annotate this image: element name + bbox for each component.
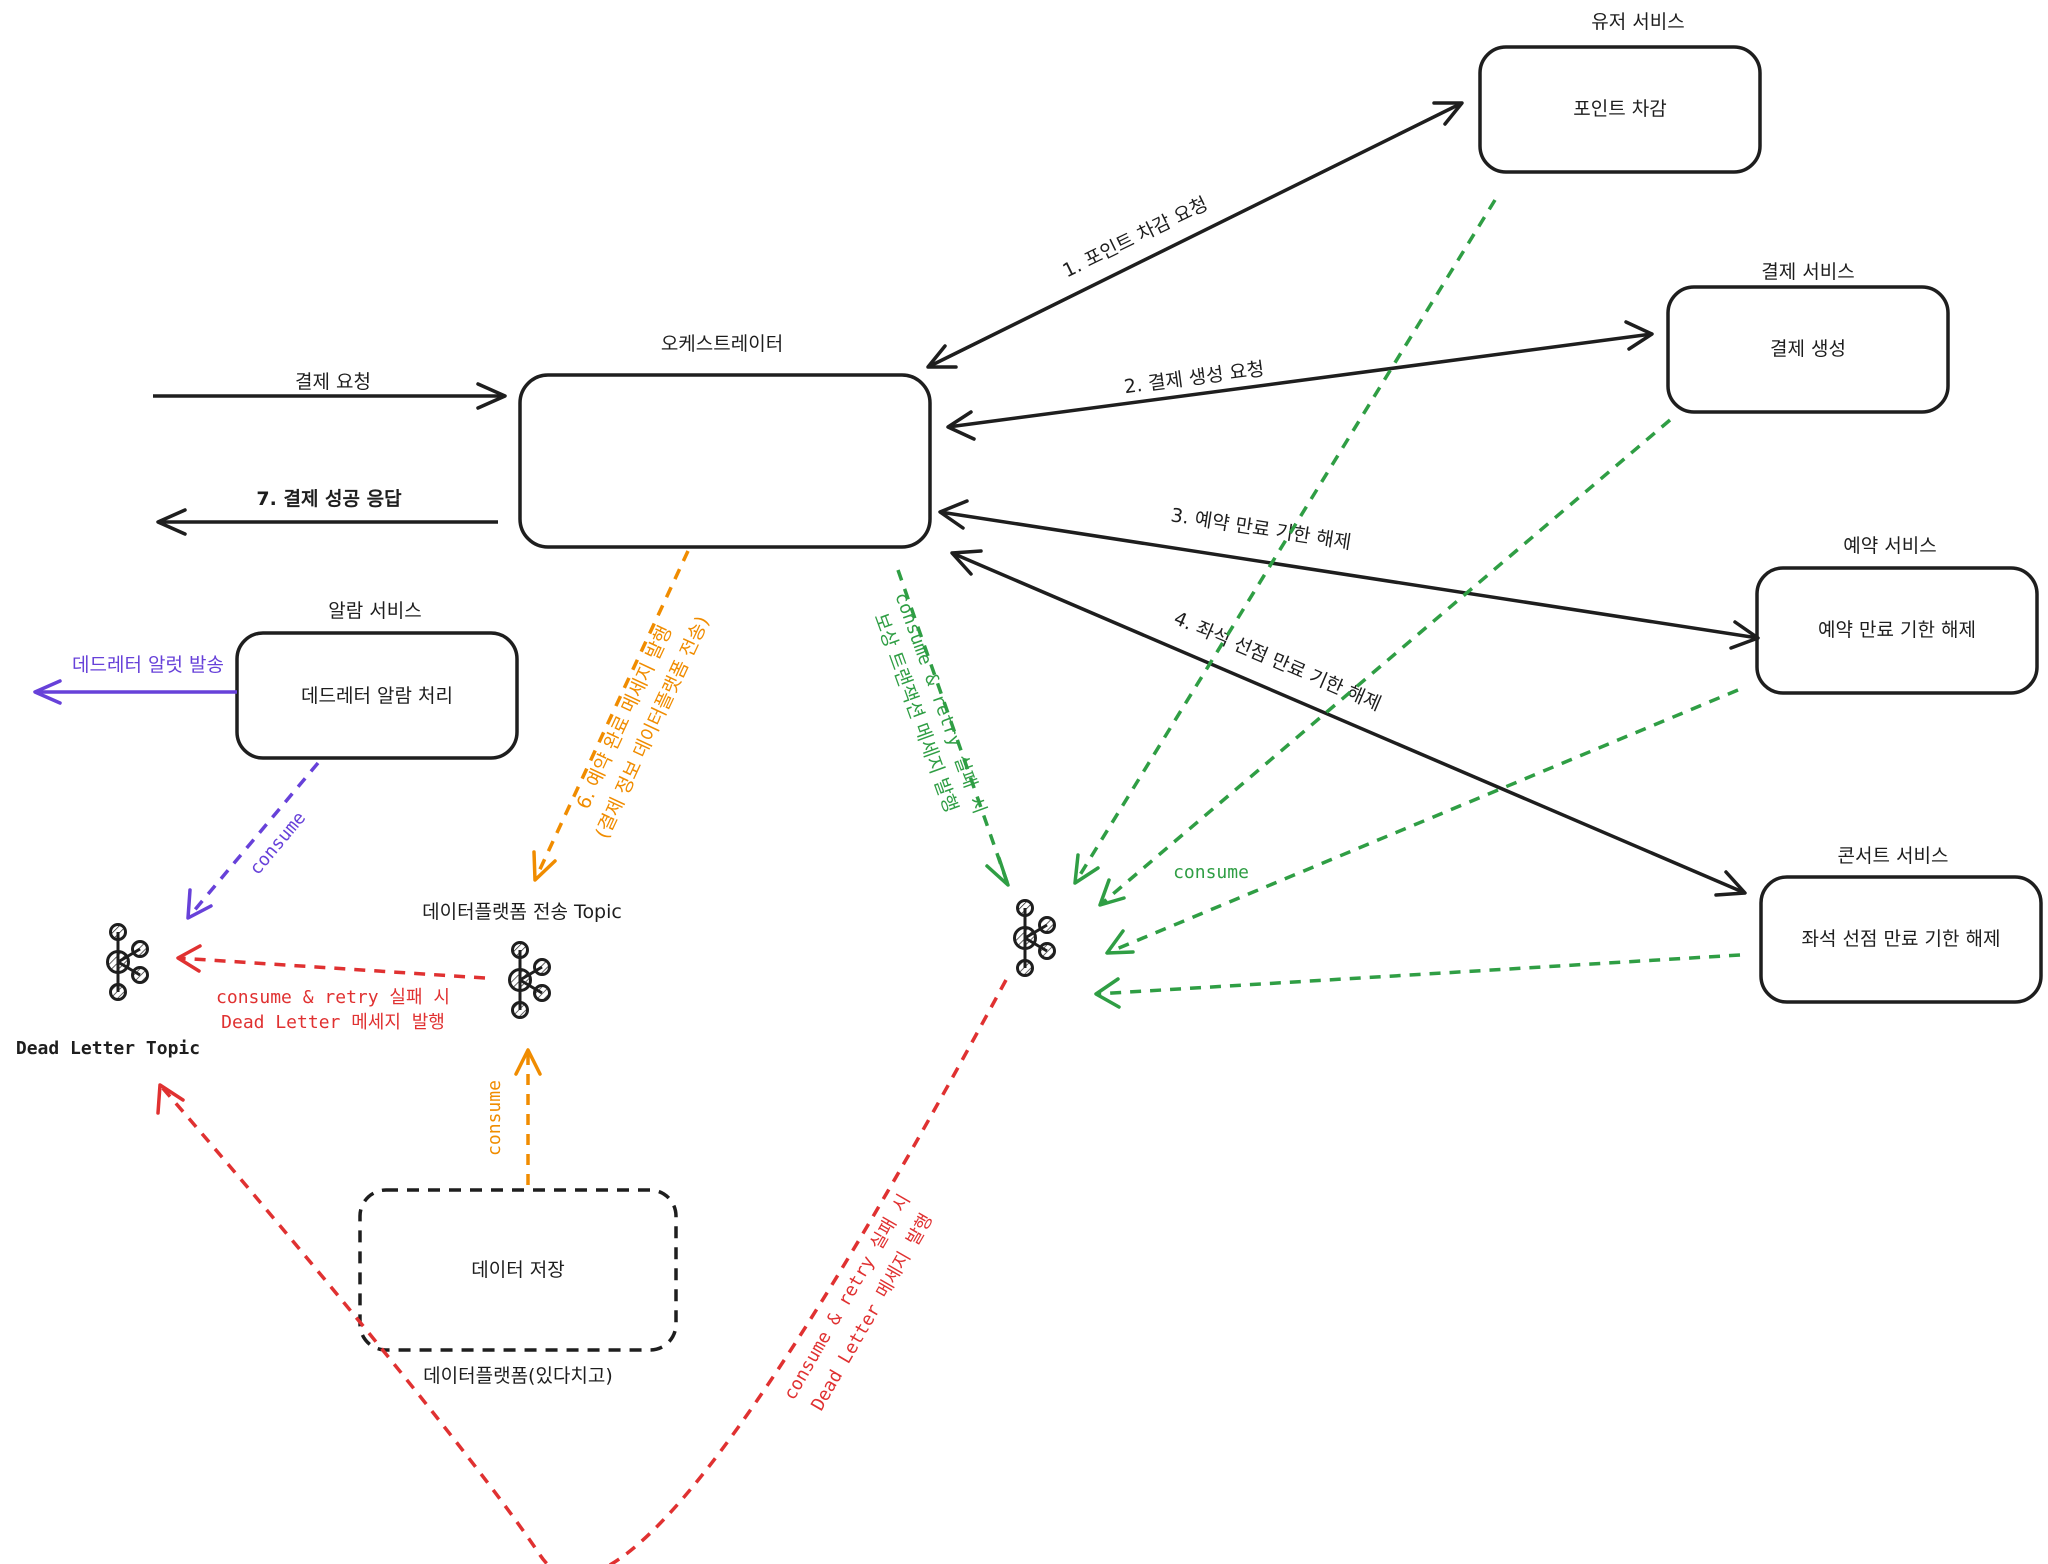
deadletter-alert-arrow	[33, 679, 237, 705]
reservation-service-compensation-arrow	[1105, 688, 1739, 955]
concert-service-compensation-arrow	[1094, 953, 1741, 1009]
step6-arrow	[532, 550, 690, 882]
data-platform-topic-icon	[508, 941, 551, 1019]
orchestrator-title: 오케스트레이터	[661, 333, 783, 355]
payment-service-label: 결제 생성	[1770, 338, 1846, 360]
data-platform-label: 데이터 저장	[471, 1259, 564, 1281]
dlq-from-data-label-line1: consume & retry 실패 시	[216, 987, 450, 1008]
request-in-arrow	[153, 382, 507, 410]
data-platform-topic-label: 데이터플랫폼 전송 Topic	[422, 901, 622, 923]
user-service-title: 유저 서비스	[1591, 11, 1684, 33]
payment-service-title: 결제 서비스	[1761, 261, 1854, 283]
dead-letter-topic-label: Dead Letter Topic	[16, 1038, 200, 1059]
data-topic-dead-letter-arrow	[176, 944, 486, 980]
orchestrator-box	[518, 373, 932, 549]
step3-arrow	[938, 499, 1760, 650]
step1-arrow	[926, 101, 1464, 369]
concert-service-box	[1759, 875, 2043, 1004]
dead-letter-topic-icon	[106, 923, 149, 1001]
dlq-from-data-label-line2: Dead Letter 메세지 발행	[221, 1012, 445, 1033]
consume-green-label: consume	[1173, 862, 1249, 883]
deadletter-alert-label: 데드레터 알럿 발송	[72, 654, 224, 676]
alarm-service-box	[235, 631, 519, 760]
data-platform-caption: 데이터플랫폼(있다치고)	[423, 1365, 613, 1387]
alarm-consume-arrow	[186, 761, 320, 920]
request-in-label: 결제 요청	[295, 371, 371, 393]
concert-service-title: 콘서트 서비스	[1838, 845, 1949, 867]
response-out-label: 7. 결제 성공 응답	[256, 488, 402, 510]
payment-service-box	[1666, 285, 1950, 414]
compensation-topic-dead-letter-arrow	[156, 979, 1008, 1564]
user-service-box	[1478, 45, 1762, 174]
alarm-service-title: 알람 서비스	[328, 600, 421, 622]
data-store-consume-arrow	[514, 1048, 542, 1185]
step5-arrow	[896, 569, 1010, 887]
data-platform-box	[358, 1188, 678, 1352]
step4-arrow	[950, 549, 1747, 897]
consume-orange-label: consume	[484, 1080, 505, 1156]
reservation-service-title: 예약 서비스	[1843, 535, 1936, 557]
consume-purple-label: consume	[245, 808, 310, 880]
step3-label: 3. 예약 만료 기한 해제	[1169, 504, 1352, 554]
concert-service-label: 좌석 선점 만료 기한 해제	[1802, 928, 2001, 950]
reservation-service-label: 예약 만료 기한 해제	[1818, 619, 1976, 641]
alarm-service-label: 데드레터 알람 처리	[301, 685, 453, 707]
user-service-compensation-arrow	[1073, 199, 1497, 885]
compensation-topic-icon	[1013, 899, 1056, 977]
reservation-service-box	[1755, 566, 2039, 695]
step2-label: 2. 결제 생성 요청	[1123, 358, 1266, 398]
response-out-arrow	[156, 508, 498, 536]
step2-arrow	[946, 320, 1654, 441]
payment-service-compensation-arrow	[1098, 418, 1672, 907]
user-service-label: 포인트 차감	[1573, 98, 1666, 120]
